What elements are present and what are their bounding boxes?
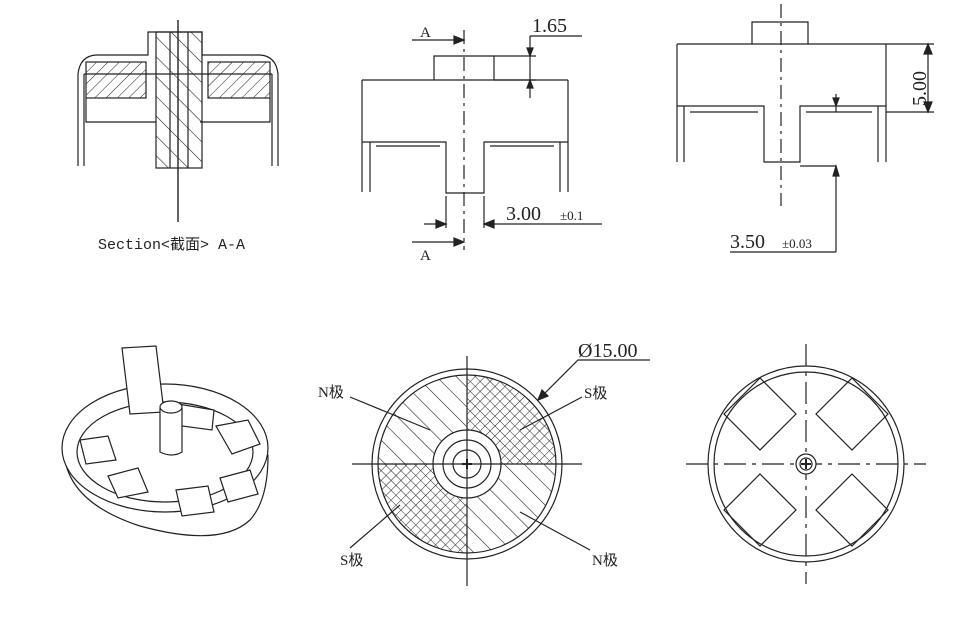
dim-5-00: 5.00 (909, 71, 931, 106)
pole-view: Ø15.00 N极 S极 S极 N极 (318, 340, 650, 586)
n-pole-label-bottom: N极 (592, 552, 618, 569)
section-view-aa: Section<截面> A-A (77, 20, 279, 254)
diameter-label: Ø15.00 (578, 340, 637, 362)
s-pole-label-top: S极 (584, 385, 607, 402)
cut-label-bottom: A (420, 248, 431, 264)
dim-1-65: 1.65 (532, 15, 567, 37)
dim-3-00: 3.00 (506, 203, 541, 225)
bottom-view (686, 344, 926, 584)
isometric-view (61, 345, 269, 537)
dim-3-00-tol: ±0.1 (560, 208, 583, 223)
section-caption: Section<截面> A-A (98, 236, 245, 254)
dim-3-50: 3.50 (730, 231, 765, 253)
side-view: 5.00 3.50 ±0.03 (676, 4, 934, 253)
front-view: A A 1.65 3.00 ±0.1 (361, 15, 602, 264)
s-pole-label-bottom: S极 (340, 552, 363, 569)
dim-3-50-tol: ±0.03 (782, 236, 812, 251)
n-pole-label-top: N极 (318, 384, 344, 401)
cut-label-top: A (420, 25, 431, 41)
